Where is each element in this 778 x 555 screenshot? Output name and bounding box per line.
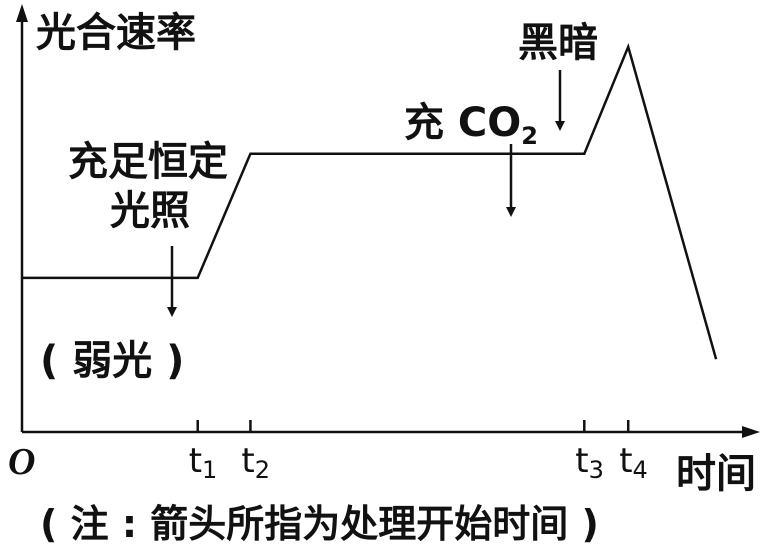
x-tick-label-t4: t4 xyxy=(619,441,648,484)
annotation-light-line1: 充足恒定 xyxy=(68,139,228,185)
x-tick-label-t3: t3 xyxy=(575,441,604,484)
x-axis-arrowhead xyxy=(742,426,760,438)
annotation-weak-light: ( 弱光 ) xyxy=(40,338,184,384)
origin-label: O xyxy=(8,441,35,483)
footnote: ( 注 : 箭头所指为处理开始时间 ) xyxy=(40,502,599,546)
series-line xyxy=(22,42,718,360)
x-tick-group: t1 t2 t3 t4 xyxy=(189,420,648,484)
x-axis-label: 时间 xyxy=(676,451,756,497)
x-tick-label-t2: t2 xyxy=(241,441,270,484)
annotation-dark: 黑暗 xyxy=(518,20,598,66)
annotation-co2: 充 CO2 xyxy=(404,100,538,150)
y-axis-label: 光合速率 xyxy=(36,10,196,56)
y-axis-arrowhead xyxy=(16,4,28,22)
annotation-light-line2: 光照 xyxy=(110,188,190,234)
x-tick-label-t1: t1 xyxy=(189,441,218,484)
